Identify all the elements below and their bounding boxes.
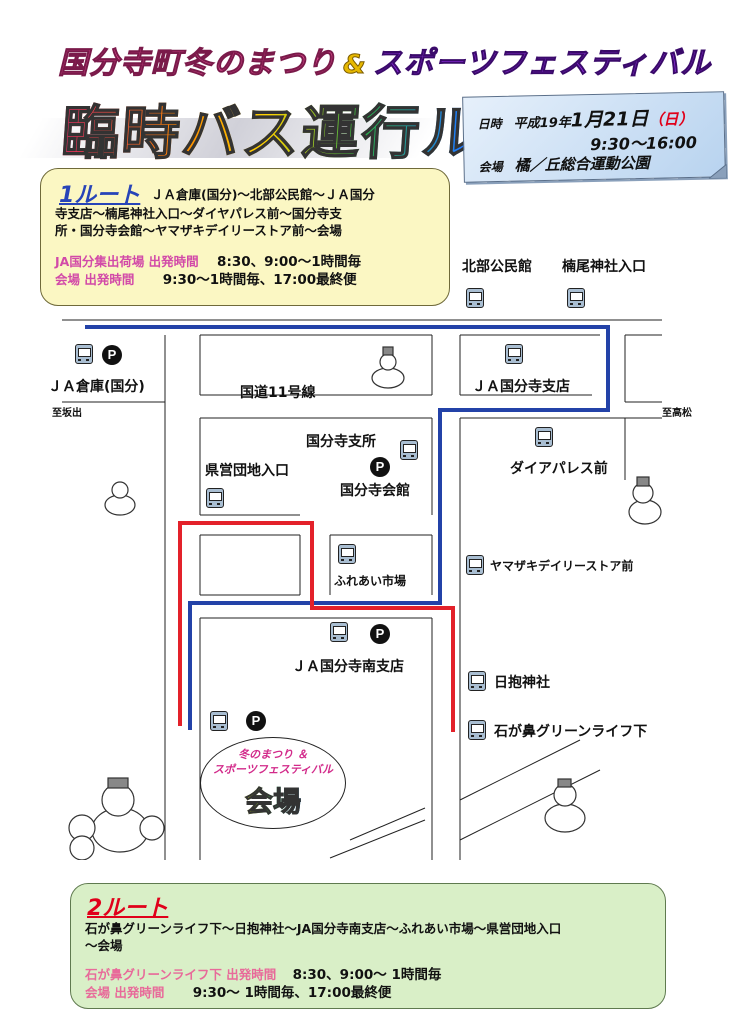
date-label: 日時 <box>477 116 502 132</box>
route2-title: 2ルート <box>87 896 169 921</box>
label-shisho: 国分寺支所 <box>306 434 376 450</box>
route1-desc-line2: 寺支店〜楠尾神社入口〜ダイヤパレス前〜国分寺支 <box>55 206 342 221</box>
route2-sched2-value: 9:30〜 1時間毎、17:00最終便 <box>192 985 392 1001</box>
route2-schedule-2: 会場 出発時間 9:30〜 1時間毎、17:00最終便 <box>85 984 391 1002</box>
label-ishigahana: 石が鼻グリーンライフ下 <box>494 724 648 740</box>
bus-stop-icon <box>330 622 348 642</box>
label-kusuo: 楠尾神社入口 <box>562 259 646 275</box>
event-title-ampersand: & <box>343 50 367 81</box>
bus-stop-icon <box>400 440 418 460</box>
road-edge-diagonal <box>329 819 426 859</box>
route2-desc-line1: 石が鼻グリーンライフ下〜日抱神社〜JA国分寺南支店〜ふれあい市場〜県営団地入口 <box>85 921 562 936</box>
venue-label: 会場 <box>478 159 503 175</box>
venue-big-label: 会場 <box>201 780 345 820</box>
route1-sched2-value: 9:30〜1時間毎、17:00最終便 <box>162 272 357 288</box>
route1-desc-line3: 所・国分寺会館〜ヤマザキデイリーストア前〜会場 <box>55 223 342 238</box>
event-title-part2: スポーツフェスティバル <box>372 46 712 82</box>
route2-desc-line2: 〜会場 <box>85 938 123 953</box>
label-minami: ＪＡ国分寺南支店 <box>292 659 404 675</box>
label-ja-souko: ＪＡ倉庫(国分) <box>48 379 145 395</box>
bus-stop-icon <box>468 720 486 740</box>
venue-marker: 冬のまつり ＆ スポーツフェスティバル 会場 <box>200 737 346 829</box>
bus-stop-icon <box>466 288 484 308</box>
label-kokudo: 国道11号線 <box>240 385 316 401</box>
label-ja-shiten: ＪＡ国分寺支店 <box>472 379 570 395</box>
bus-stop-icon <box>338 544 356 564</box>
weekday-close: ） <box>678 109 694 129</box>
snowman-icon <box>628 476 662 525</box>
bus-stop-icon <box>206 488 224 508</box>
label-fureai: ふれあい市場 <box>334 574 407 588</box>
event-info-box: 日時平成19年1月21日（日） 9:30〜16:00 会場橘／丘総合運動公園 <box>462 91 727 183</box>
parking-icon: P <box>370 457 390 477</box>
bus-stop-icon <box>466 555 484 575</box>
parking-icon: P <box>246 711 266 731</box>
snowman-icon <box>104 481 136 516</box>
route1-sched1-label: JA国分集出荷場 出発時間 <box>55 254 199 269</box>
bus-stop-icon <box>75 344 93 364</box>
venue-row: 会場橘／丘総合運動公園 <box>478 152 649 177</box>
event-title-part1: 国分寺町冬のまつり <box>58 46 337 82</box>
route2-sched2-label: 会場 出発時間 <box>85 985 165 1000</box>
venue-line2: スポーツフェスティバル <box>212 763 334 776</box>
bus-stop-icon <box>535 427 553 447</box>
road-edge-diagonal <box>459 739 581 801</box>
route2-line <box>178 521 455 732</box>
snowman-family-icon <box>68 777 165 860</box>
parking-icon: P <box>370 624 390 644</box>
bus-stop-icon <box>567 288 585 308</box>
route-map <box>62 319 662 860</box>
label-kaikan: 国分寺会館 <box>340 483 410 499</box>
bus-stop-icon <box>210 711 228 731</box>
label-diapalace: ダイアパレス前 <box>510 461 608 477</box>
bus-stop-icon <box>468 671 486 691</box>
route1-desc-line1: ＪＡ倉庫(国分)〜北部公民館〜ＪＡ国分 <box>151 187 375 202</box>
route2-box: 2ルート 石が鼻グリーンライフ下〜日抱神社〜JA国分寺南支店〜ふれあい市場〜県営… <box>70 883 666 1009</box>
route2-schedule-1: 石が鼻グリーンライフ下 出発時間 8:30、9:00〜 1時間毎 <box>85 966 441 984</box>
label-to-sakaide: 至坂出 <box>52 408 82 419</box>
road-edge-diagonal <box>459 769 601 841</box>
label-yamazaki: ヤマザキデイリーストア前 <box>490 559 634 573</box>
label-kenei: 県営団地入口 <box>205 463 289 479</box>
road-edge-diagonal <box>349 807 426 841</box>
weekday-open: （ <box>648 110 664 129</box>
label-hokubu: 北部公民館 <box>462 259 532 275</box>
route1-box: 1ルート ＪＡ倉庫(国分)〜北部公民館〜ＪＡ国分 寺支店〜楠尾神社入口〜ダイヤパ… <box>40 168 450 306</box>
route1-schedule-1: JA国分集出荷場 出発時間 8:30、9:00〜1時間毎 <box>55 253 361 271</box>
route2-sched1-value: 8:30、9:00〜 1時間毎 <box>292 967 442 983</box>
route1-sched2-label: 会場 出発時間 <box>55 272 135 287</box>
snowman-icon <box>544 778 586 833</box>
bus-stop-icon <box>505 344 523 364</box>
route1-schedule-2: 会場 出発時間 9:30〜1時間毎、17:00最終便 <box>55 271 357 289</box>
label-to-takamatsu: 至高松 <box>662 408 692 419</box>
weekday: 日 <box>663 110 679 129</box>
date-prefix: 平成19年 <box>513 115 571 132</box>
event-title: 国分寺町冬のまつり&スポーツフェスティバル <box>58 38 711 82</box>
parking-icon: P <box>102 345 122 365</box>
date-md: 1月21日 <box>570 107 649 132</box>
route1-line <box>85 325 610 730</box>
snowman-icon <box>371 346 405 389</box>
label-hidaki: 日抱神社 <box>494 675 550 691</box>
route2-sched1-label: 石が鼻グリーンライフ下 出発時間 <box>85 967 277 982</box>
route1-title: 1ルート <box>59 183 141 208</box>
route1-sched1-value: 8:30、9:00〜1時間毎 <box>217 254 362 270</box>
venue-line1: 冬のまつり ＆ <box>238 748 308 761</box>
page-curl-decoration <box>708 164 727 179</box>
venue-name: 橘／丘総合運動公園 <box>514 153 650 175</box>
